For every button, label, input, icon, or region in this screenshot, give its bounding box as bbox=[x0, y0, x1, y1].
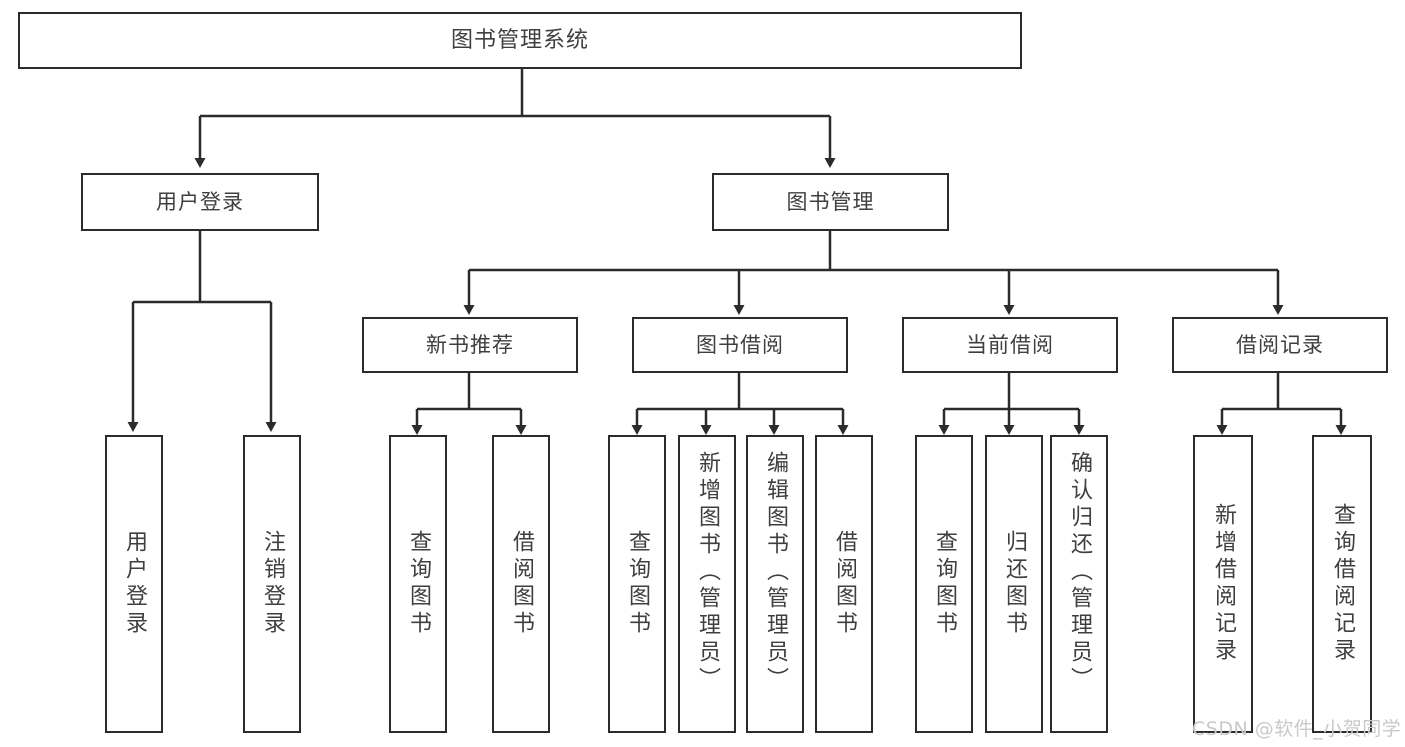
node-label: 确认归还（管理员） bbox=[1067, 451, 1092, 694]
leaf-add-book-admin[interactable]: 新增图书（管理员） bbox=[678, 435, 736, 733]
leaf-confirm-return-admin[interactable]: 确认归还（管理员） bbox=[1050, 435, 1108, 733]
node-label: 归还图书 bbox=[1002, 530, 1027, 638]
node-label: 新增图书（管理员） bbox=[695, 451, 720, 694]
node-label: 注销登录 bbox=[260, 530, 285, 638]
leaf-return-book[interactable]: 归还图书 bbox=[985, 435, 1043, 733]
node-label: 新增借阅记录 bbox=[1211, 503, 1236, 665]
node-label: 用户登录 bbox=[156, 189, 244, 214]
leaf-borrow-book-recommend[interactable]: 借阅图书 bbox=[492, 435, 550, 733]
node-current-borrow[interactable]: 当前借阅 bbox=[902, 317, 1118, 373]
node-label: 查询图书 bbox=[406, 530, 431, 638]
node-label: 新书推荐 bbox=[426, 332, 514, 357]
node-label: 当前借阅 bbox=[966, 332, 1054, 357]
node-user-login[interactable]: 用户登录 bbox=[81, 173, 319, 231]
csdn-watermark: CSDN @软件_小贺同学 bbox=[1192, 718, 1402, 740]
leaf-borrow-book[interactable]: 借阅图书 bbox=[815, 435, 873, 733]
node-borrow-record[interactable]: 借阅记录 bbox=[1172, 317, 1388, 373]
node-new-book-recommend[interactable]: 新书推荐 bbox=[362, 317, 578, 373]
node-label: 图书借阅 bbox=[696, 332, 784, 357]
node-label: 借阅记录 bbox=[1236, 332, 1324, 357]
leaf-add-borrow-record[interactable]: 新增借阅记录 bbox=[1193, 435, 1253, 733]
node-root-system[interactable]: 图书管理系统 bbox=[18, 12, 1022, 69]
leaf-user-login[interactable]: 用户登录 bbox=[105, 435, 163, 733]
leaf-query-book-recommend[interactable]: 查询图书 bbox=[389, 435, 447, 733]
leaf-query-book-borrow[interactable]: 查询图书 bbox=[608, 435, 666, 733]
leaf-user-logout[interactable]: 注销登录 bbox=[243, 435, 301, 733]
node-label: 查询借阅记录 bbox=[1330, 503, 1355, 665]
node-book-borrow[interactable]: 图书借阅 bbox=[632, 317, 848, 373]
node-label: 图书管理 bbox=[786, 189, 875, 214]
node-book-management[interactable]: 图书管理 bbox=[712, 173, 949, 231]
node-label: 图书管理系统 bbox=[450, 27, 589, 53]
leaf-edit-book-admin[interactable]: 编辑图书（管理员） bbox=[746, 435, 804, 733]
leaf-query-borrow-record[interactable]: 查询借阅记录 bbox=[1312, 435, 1372, 733]
node-label: 用户登录 bbox=[122, 530, 147, 638]
node-label: 借阅图书 bbox=[832, 530, 857, 638]
leaf-query-book-current[interactable]: 查询图书 bbox=[915, 435, 973, 733]
node-label: 查询图书 bbox=[932, 530, 957, 638]
node-label: 借阅图书 bbox=[509, 530, 534, 638]
node-label: 查询图书 bbox=[625, 530, 650, 638]
node-label: 编辑图书（管理员） bbox=[763, 451, 788, 694]
